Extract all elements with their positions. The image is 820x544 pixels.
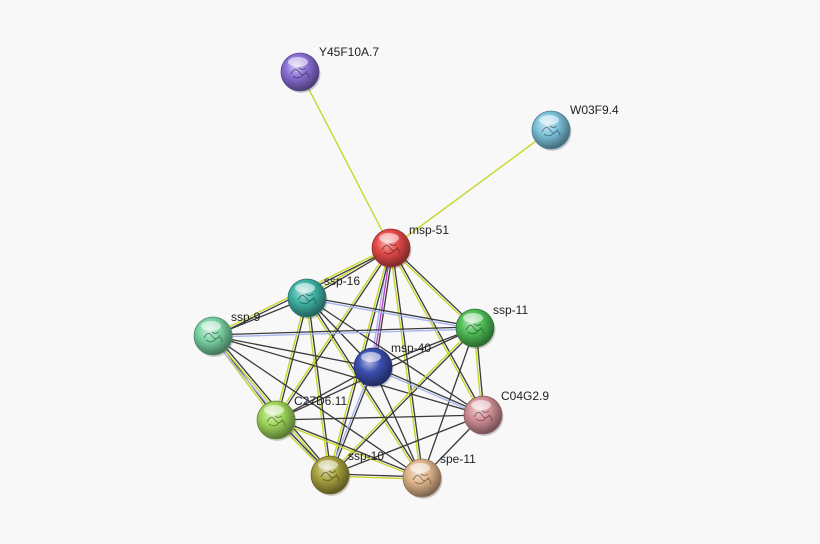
node-highlight <box>539 115 559 125</box>
edge-ssp-11-spe-11 <box>421 327 476 479</box>
edge-line-yellow <box>274 420 423 480</box>
edge-line-dark <box>306 296 476 328</box>
protein-structure-icon <box>297 293 317 305</box>
node-label: ssp-9 <box>231 310 261 324</box>
node-highlight <box>264 405 284 415</box>
edge-line-dark <box>330 366 375 477</box>
protein-structure-icon <box>266 415 286 427</box>
edge-msp-51-C04G2.9 <box>389 246 485 417</box>
node-highlight <box>318 460 338 470</box>
node-W03F9.4[interactable]: W03F9.4 <box>531 103 619 151</box>
edge-line-yellow <box>390 129 552 249</box>
node-highlight <box>471 400 491 410</box>
protein-structure-icon <box>473 410 493 422</box>
protein-structure-icon <box>290 67 310 79</box>
node-spe-11[interactable]: spe-11 <box>402 452 476 499</box>
edge-line-dark <box>372 365 485 415</box>
edge-line-dark <box>374 247 394 368</box>
node-C04G2.9[interactable]: C04G2.9 <box>463 389 549 436</box>
edge-line-dark <box>212 326 476 336</box>
edge-ssp-9-C04G2.9 <box>212 335 484 416</box>
edge-line-dark <box>391 246 485 416</box>
edge-ssp-9-spe-11 <box>212 335 423 479</box>
edge-msp-40-C04G2.9 <box>371 365 485 417</box>
node-msp-51[interactable]: msp-51 <box>371 223 449 269</box>
node-highlight <box>410 463 430 473</box>
edge-line-dark <box>372 366 423 479</box>
protein-structure-icon <box>465 323 485 335</box>
edge-line-magenta <box>372 247 392 368</box>
node-label: ssp-16 <box>324 274 360 288</box>
protein-structure-icon <box>320 470 340 482</box>
protein-structure-icon <box>381 243 401 255</box>
node-C27D6.11[interactable]: C27D6.11 <box>256 394 347 441</box>
edge-ssp-16-ssp-11 <box>306 296 476 330</box>
edge-line-dark <box>212 335 423 479</box>
node-msp-40[interactable]: msp-40 <box>353 341 431 388</box>
node-ssp-16[interactable]: ssp-16 <box>287 274 360 319</box>
node-label: C27D6.11 <box>294 394 347 408</box>
edge-line-dark <box>275 418 424 478</box>
protein-structure-icon <box>541 125 561 137</box>
edge-line-lightblue <box>370 246 390 368</box>
edge-C27D6.11-spe-11 <box>274 418 424 480</box>
node-highlight <box>361 352 381 362</box>
node-label: spe-11 <box>440 452 476 466</box>
edge-line-lightblue <box>306 298 476 330</box>
edge-C04G2.9-C27D6.11 <box>275 414 484 421</box>
edge-line-dark <box>329 414 484 476</box>
edge-Y45F10A.7-msp-51 <box>299 71 392 249</box>
node-highlight <box>463 313 483 323</box>
edge-line-dark <box>330 328 477 477</box>
protein-structure-icon <box>203 331 223 343</box>
node-label: Y45F10A.7 <box>319 45 379 59</box>
edge-msp-40-spe-11 <box>372 366 423 479</box>
edge-line-dark <box>306 297 484 416</box>
node-highlight <box>288 57 308 67</box>
edge-line-dark <box>391 247 424 479</box>
edge-line-dark <box>212 335 484 416</box>
edge-line-dark <box>212 335 374 368</box>
edge-line-yellow <box>305 297 330 476</box>
node-label: W03F9.4 <box>570 103 619 117</box>
node-highlight <box>379 233 399 243</box>
edge-line-lightblue <box>212 328 476 338</box>
edge-line-yellow <box>299 71 392 249</box>
edge-C04G2.9-ssp-10 <box>329 414 484 476</box>
node-highlight <box>201 321 221 331</box>
node-label: ssp-11 <box>493 303 528 317</box>
protein-structure-icon <box>412 473 432 485</box>
node-highlight <box>295 283 315 293</box>
node-label: C04G2.9 <box>501 389 549 403</box>
edge-line-dark <box>421 327 476 479</box>
node-Y45F10A.7[interactable]: Y45F10A.7 <box>280 45 379 93</box>
edge-line-dark <box>275 414 484 421</box>
edge-ssp-16-C04G2.9 <box>306 297 484 416</box>
edge-ssp-9-ssp-11 <box>212 326 476 338</box>
edge-ssp-9-msp-40 <box>212 335 374 368</box>
node-ssp-10[interactable]: ssp-10 <box>310 449 384 496</box>
edge-msp-40-ssp-10 <box>328 365 375 477</box>
edge-ssp-16-ssp-10 <box>305 297 332 476</box>
edge-msp-51-msp-40 <box>370 246 394 368</box>
node-label: ssp-10 <box>348 449 384 463</box>
edge-line-lightblue <box>371 367 484 417</box>
edge-line-yellow <box>389 247 483 417</box>
edge-line-dark <box>307 297 332 476</box>
node-label: msp-40 <box>391 341 431 355</box>
node-ssp-9[interactable]: ssp-9 <box>193 310 261 357</box>
edge-W03F9.4-msp-51 <box>390 129 552 249</box>
edge-line-lightblue <box>328 365 373 476</box>
node-label: msp-51 <box>409 223 449 237</box>
node-ssp-11[interactable]: ssp-11 <box>455 303 528 349</box>
